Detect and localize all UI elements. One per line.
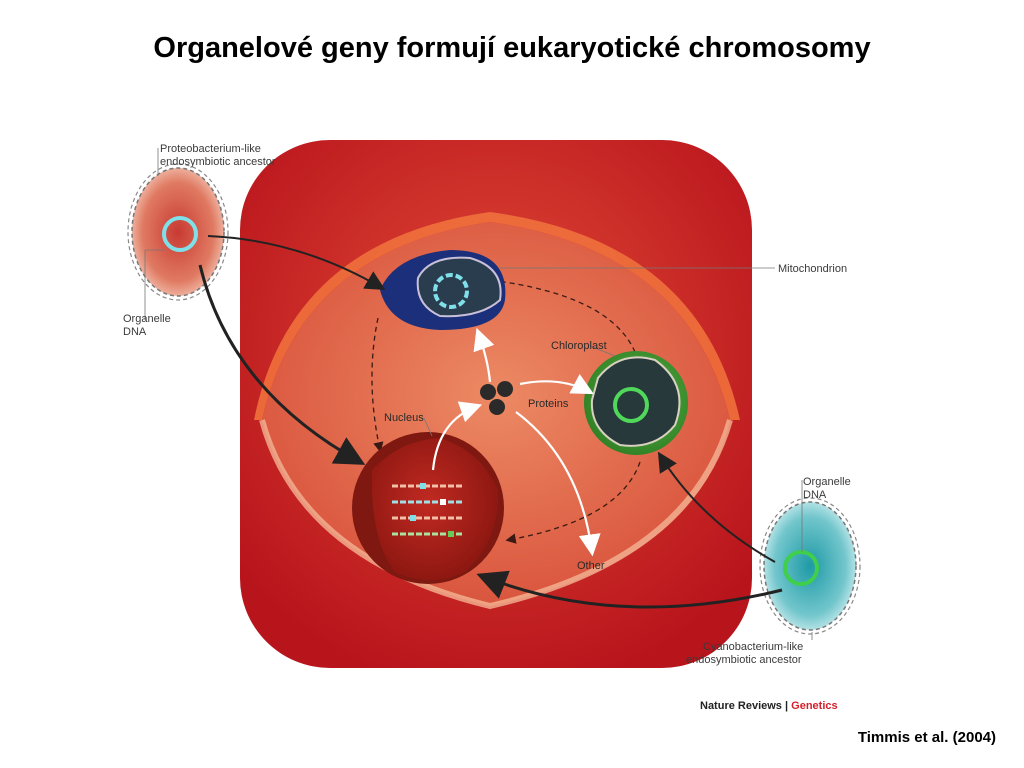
figure-credit: Nature Reviews | Genetics	[700, 700, 838, 712]
label-proteins: Proteins	[528, 398, 569, 410]
cyanobacterium-ancestor	[759, 497, 861, 635]
chloroplast	[584, 351, 688, 455]
label-organelle-dna-right-2: DNA	[803, 489, 827, 501]
proteins	[480, 381, 513, 415]
label-other: Other	[577, 560, 605, 572]
label-proteobacterium-2: endosymbiotic ancestor	[160, 156, 276, 168]
mitochondrion	[380, 250, 506, 330]
label-nucleus: Nucleus	[384, 412, 424, 424]
nucleus	[352, 432, 504, 584]
label-organelle-dna-left-1: Organelle	[123, 313, 171, 325]
label-proteobacterium-1: Proteobacterium-like	[160, 143, 261, 155]
slide-title: Organelové geny formují eukaryotické chr…	[153, 32, 871, 64]
label-chloroplast: Chloroplast	[551, 340, 607, 352]
credit-section: Genetics	[791, 700, 838, 712]
label-mitochondrion: Mitochondrion	[778, 263, 847, 275]
credit-separator: |	[781, 700, 792, 712]
label-cyanobacterium-2: endosymbiotic ancestor	[686, 654, 802, 666]
label-cyanobacterium-1: Cyanobacterium-like	[703, 641, 803, 653]
chromosomes	[392, 483, 462, 537]
label-organelle-dna-right-1: Organelle	[803, 476, 851, 488]
proteobacterium-ancestor	[127, 163, 229, 301]
label-organelle-dna-left-2: DNA	[123, 326, 147, 338]
credit-journal: Nature Reviews	[700, 700, 782, 712]
citation: Timmis et al. (2004)	[857, 729, 996, 746]
